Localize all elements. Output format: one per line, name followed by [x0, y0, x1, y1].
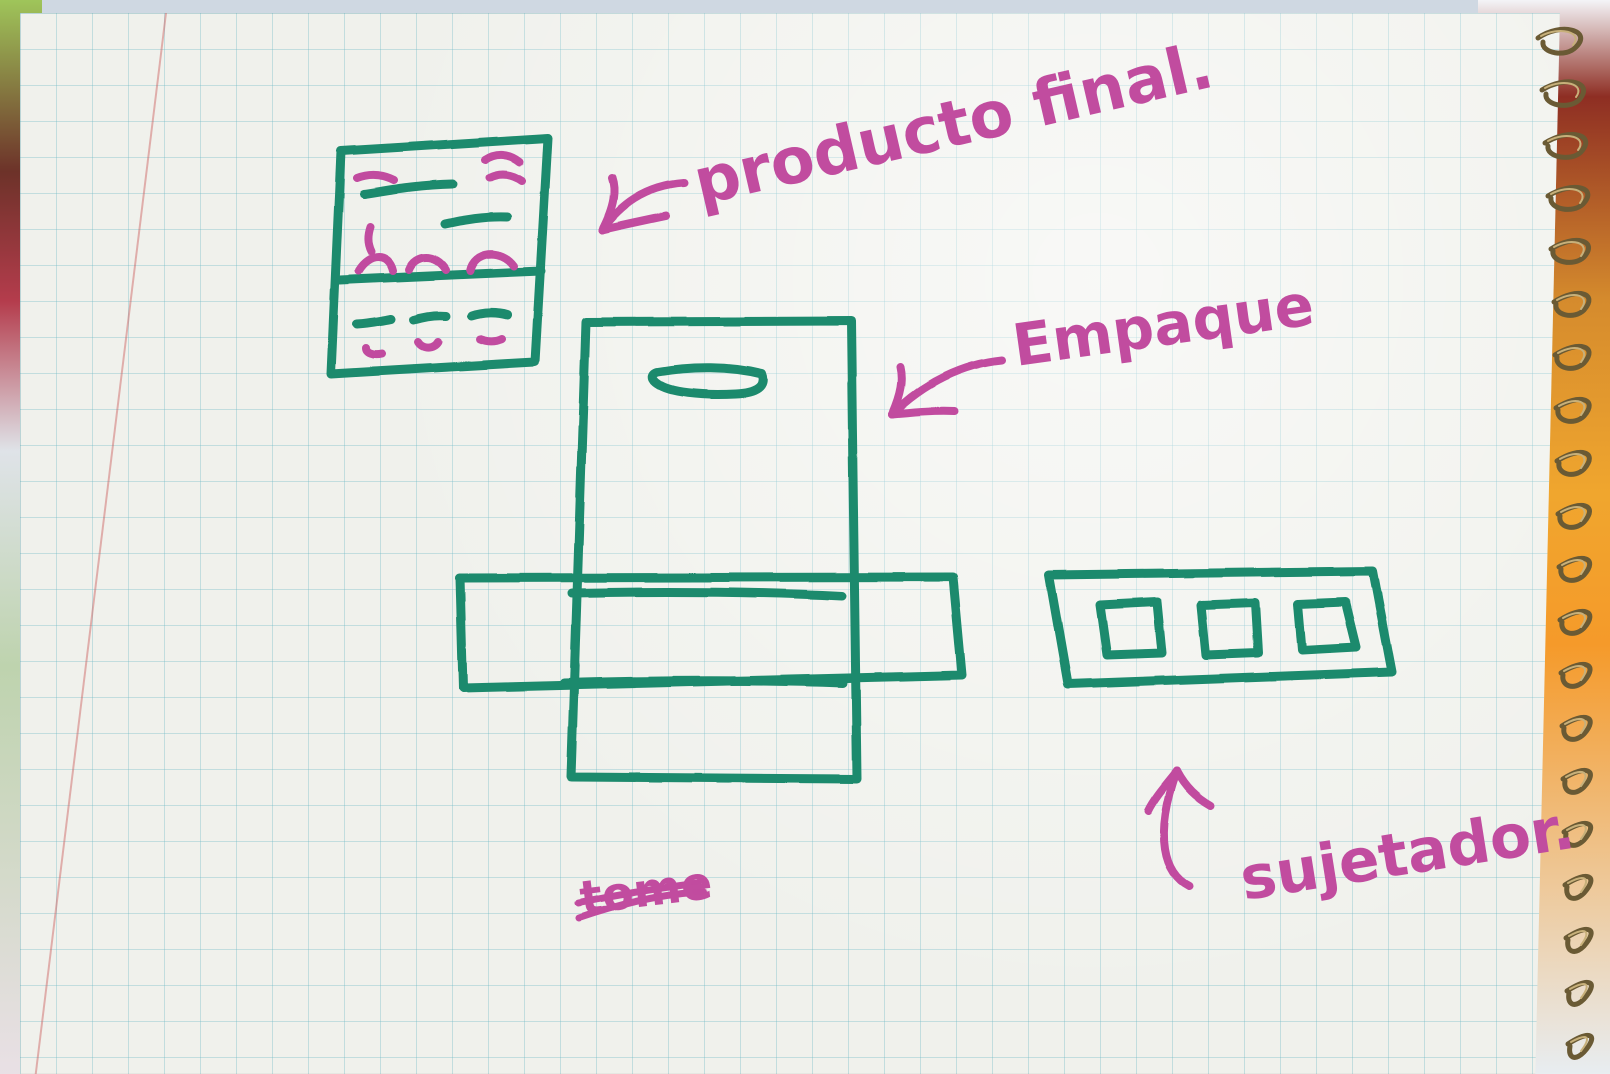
label-final-product: producto final.	[687, 29, 1220, 220]
label-holder: sujetador.	[1235, 793, 1579, 915]
holder-sketch	[1049, 571, 1392, 684]
packaging-sketch	[460, 321, 962, 779]
arrow-to-packaging	[892, 360, 1002, 414]
label-packaging: Empaque	[1008, 270, 1317, 379]
crossed-out-word: tome	[577, 855, 715, 925]
